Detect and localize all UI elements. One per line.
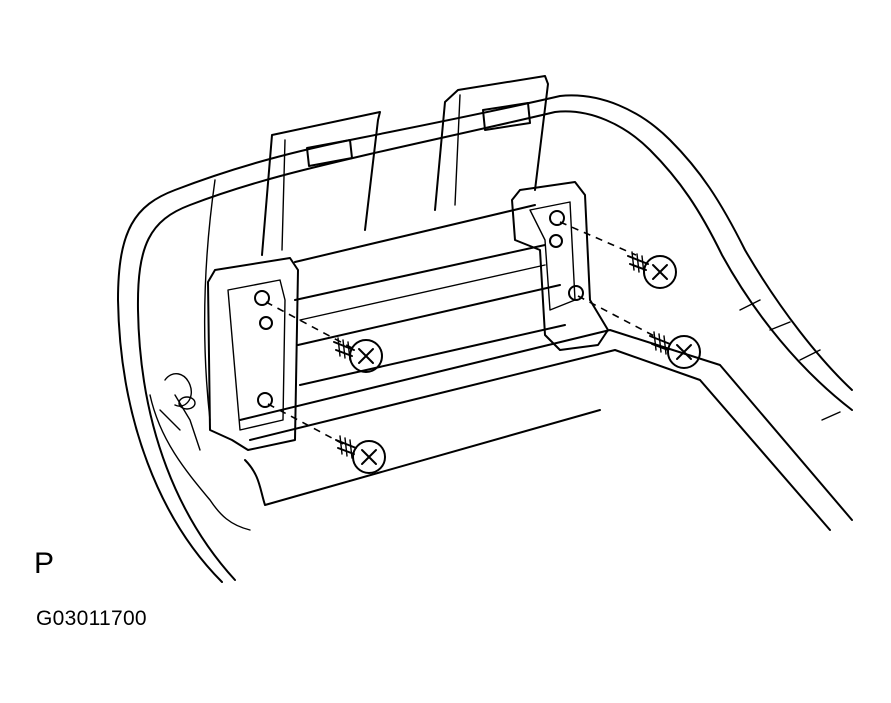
hinge-bar xyxy=(294,204,566,386)
screw-upper-left xyxy=(333,337,383,373)
screw-upper-right xyxy=(627,251,677,289)
figure-code: G03011700 xyxy=(36,607,147,630)
tray-base xyxy=(239,299,853,531)
clip-detail xyxy=(159,373,201,451)
screw-lower-left xyxy=(335,435,386,474)
view-label: P xyxy=(34,547,55,580)
hinge-tab-right xyxy=(434,75,549,211)
bracket-plate-left xyxy=(207,257,299,451)
armrest-shell xyxy=(117,94,853,583)
screw-lower-right xyxy=(649,331,701,369)
hinge-tab-left xyxy=(261,111,381,256)
bracket-plate-right xyxy=(511,181,609,351)
